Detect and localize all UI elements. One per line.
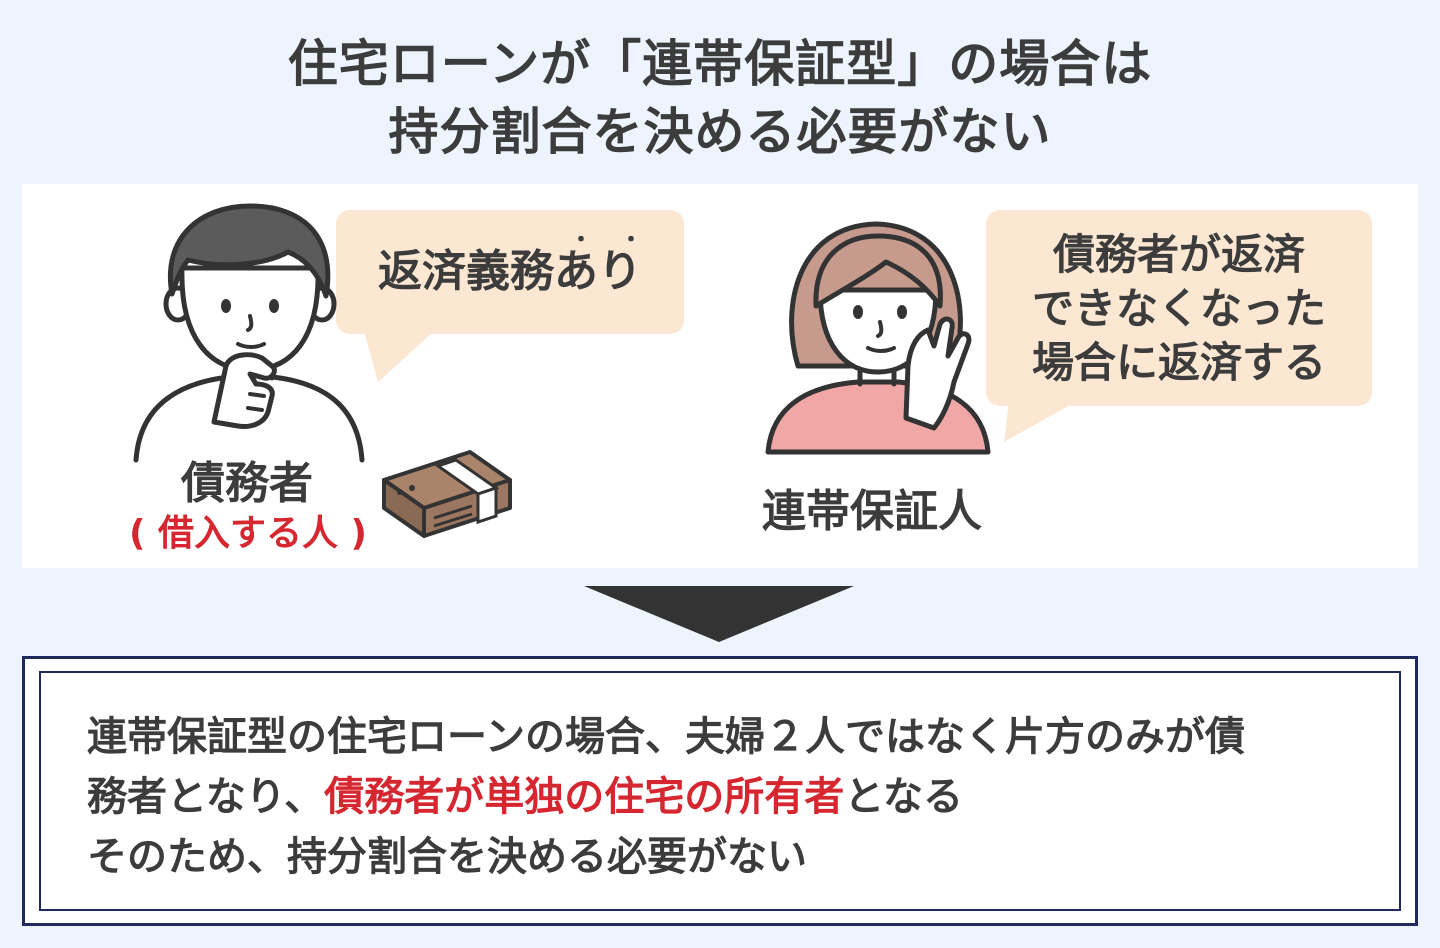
thinking-man-icon: [133, 203, 365, 463]
title-line-2: 持分割合を決める必要がない: [388, 103, 1052, 161]
title-line-1: 住宅ローンが「連帯保証型」の場合は: [287, 35, 1153, 93]
guarantor-speech-line-2: できなくなった: [1031, 284, 1326, 333]
guarantor-speech-bubble: 債務者が返済 できなくなった 場合に返済する: [986, 210, 1372, 406]
debtor-speech-bubble: ・・ 返済義務あり: [336, 210, 684, 334]
conclusion-line-2: 務者となり、債務者が単独の住宅の所有者となる: [87, 767, 1387, 827]
conclusion-text: 連帯保証型の住宅ローンの場合、夫婦２人ではなく片方のみが債 務者となり、債務者が…: [87, 707, 1387, 887]
woman-hand-on-cheek-icon: [765, 221, 991, 455]
conclusion-box: 連帯保証型の住宅ローンの場合、夫婦２人ではなく片方のみが債 務者となり、債務者が…: [22, 656, 1418, 926]
conclusion-inner-border: [39, 671, 1401, 911]
debtor-speech-text: 返済義務あり: [378, 246, 642, 297]
guarantor-bubble-tail: [1004, 394, 1090, 442]
conclusion-line-2-suffix: となる: [844, 774, 964, 820]
down-arrow-icon: [584, 586, 854, 642]
conclusion-line-1: 連帯保証型の住宅ローンの場合、夫婦２人ではなく片方のみが債: [87, 714, 1245, 760]
page-title: 住宅ローンが「連帯保証型」の場合は 持分割合を決める必要がない: [0, 30, 1440, 166]
conclusion-highlight: 債務者が単独の住宅の所有者: [324, 774, 845, 820]
money-bundle-icon: [382, 450, 512, 538]
guarantor-speech-line-3: 場合に返済する: [1031, 338, 1326, 387]
conclusion-line-3: そのため、持分割合を決める必要がない: [87, 834, 807, 880]
debtor-label: 債務者: [181, 458, 313, 509]
debtor-sublabel: ( 借入する人 ): [129, 513, 367, 554]
illustration-panel: ・・ 返済義務あり 債務者が返済 できなくなった 場合に返済する 債務者 ( 借…: [22, 184, 1418, 568]
debtor-bubble-tail: [362, 324, 442, 382]
emphasis-dots: ・・: [570, 228, 671, 253]
guarantor-speech-line-1: 債務者が返済: [1052, 230, 1305, 279]
conclusion-line-2-prefix: 務者となり、: [87, 774, 325, 820]
guarantor-label: 連帯保証人: [762, 486, 982, 537]
